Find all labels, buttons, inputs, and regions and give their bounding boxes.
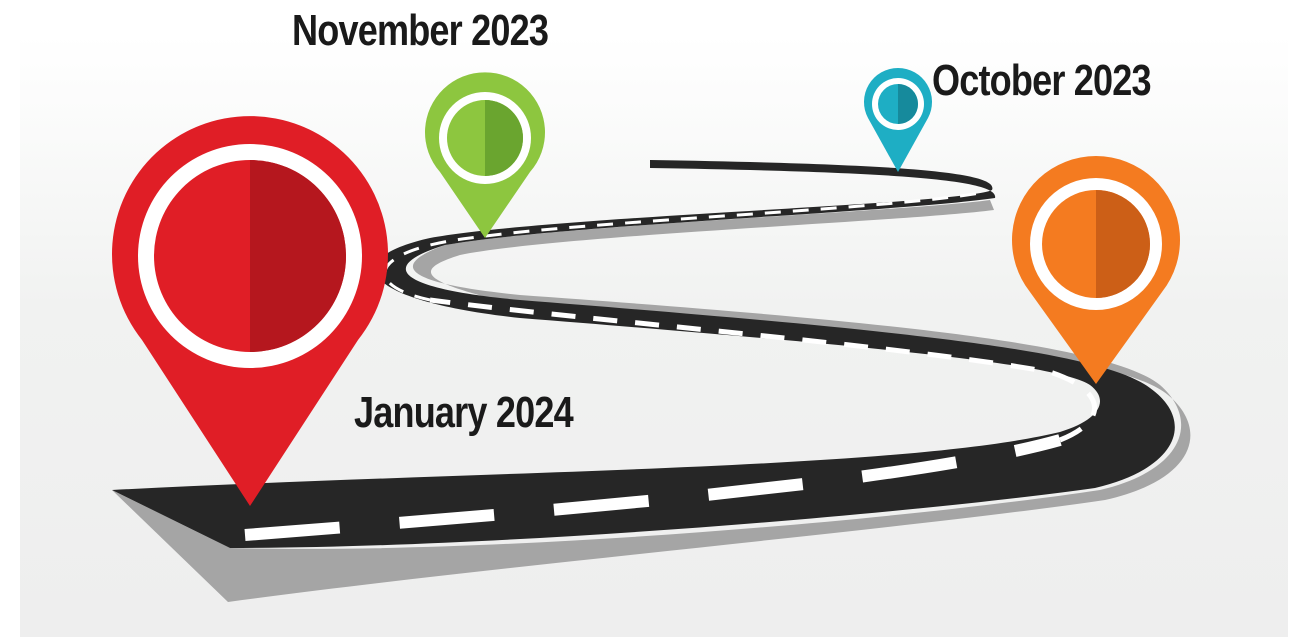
map-pin-icon xyxy=(112,116,389,506)
map-pin-icon xyxy=(1012,156,1180,384)
map-pin-icon xyxy=(863,67,932,172)
road-side-edge xyxy=(112,200,1191,602)
road-surface xyxy=(112,160,1175,548)
map-pin-icon xyxy=(425,72,546,238)
milestone-label-october: October 2023 xyxy=(932,56,1152,105)
milestone-label-november: November 2023 xyxy=(292,6,549,55)
lane-marking xyxy=(429,297,1097,443)
milestone-label-january: January 2024 xyxy=(354,388,574,437)
lane-marking xyxy=(383,191,981,302)
